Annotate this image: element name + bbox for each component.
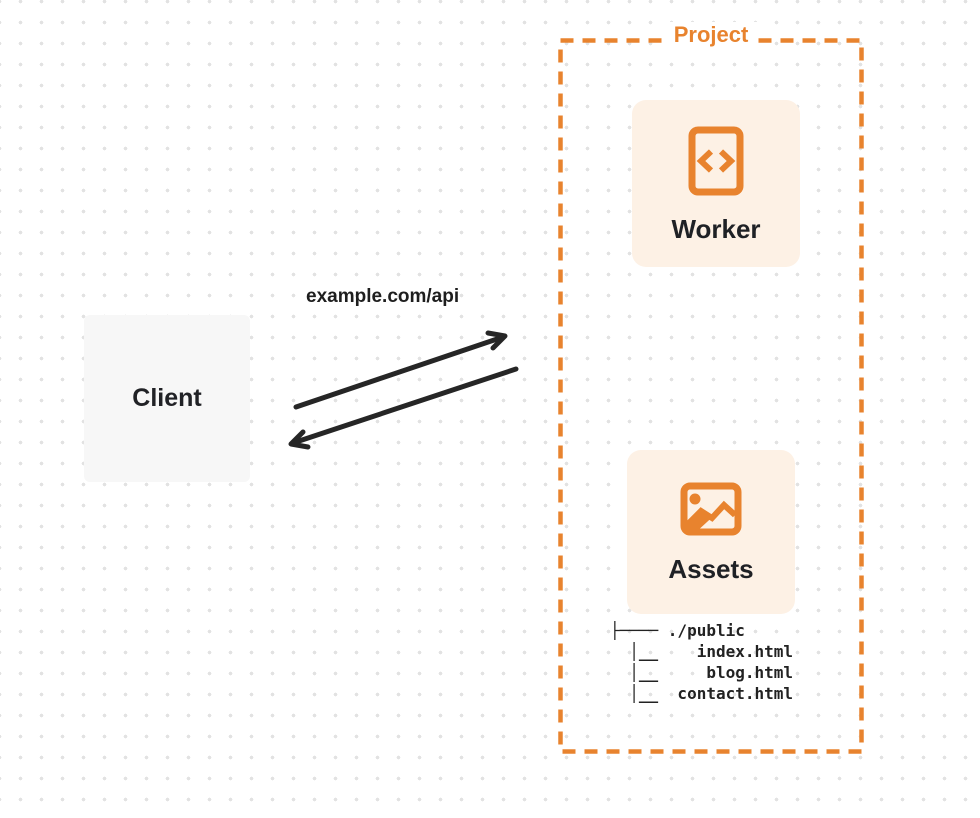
file-tree-item-index: │__ index.html — [610, 642, 794, 661]
project-container: Project Worker Assets ├──── ./public │__ — [558, 22, 864, 754]
image-icon — [680, 482, 742, 536]
client-label: Client — [132, 384, 202, 412]
request-arrow — [293, 330, 508, 410]
worker-node: Worker — [632, 100, 800, 267]
file-tree-root: ├──── ./public — [610, 621, 745, 640]
response-arrow — [288, 366, 519, 450]
client-node: Client — [84, 315, 250, 482]
file-tree-item-contact: │__ contact.html — [610, 684, 794, 703]
assets-node: Assets — [627, 450, 795, 614]
assets-label: Assets — [668, 554, 754, 584]
assets-file-tree: ├──── ./public │__ index.html │__ blog.h… — [610, 620, 793, 704]
request-url-label: example.com/api — [306, 286, 460, 307]
code-document-icon — [688, 126, 744, 195]
project-label: Project — [664, 22, 758, 48]
worker-label: Worker — [671, 213, 761, 244]
file-tree-item-blog: │__ blog.html — [610, 663, 794, 682]
